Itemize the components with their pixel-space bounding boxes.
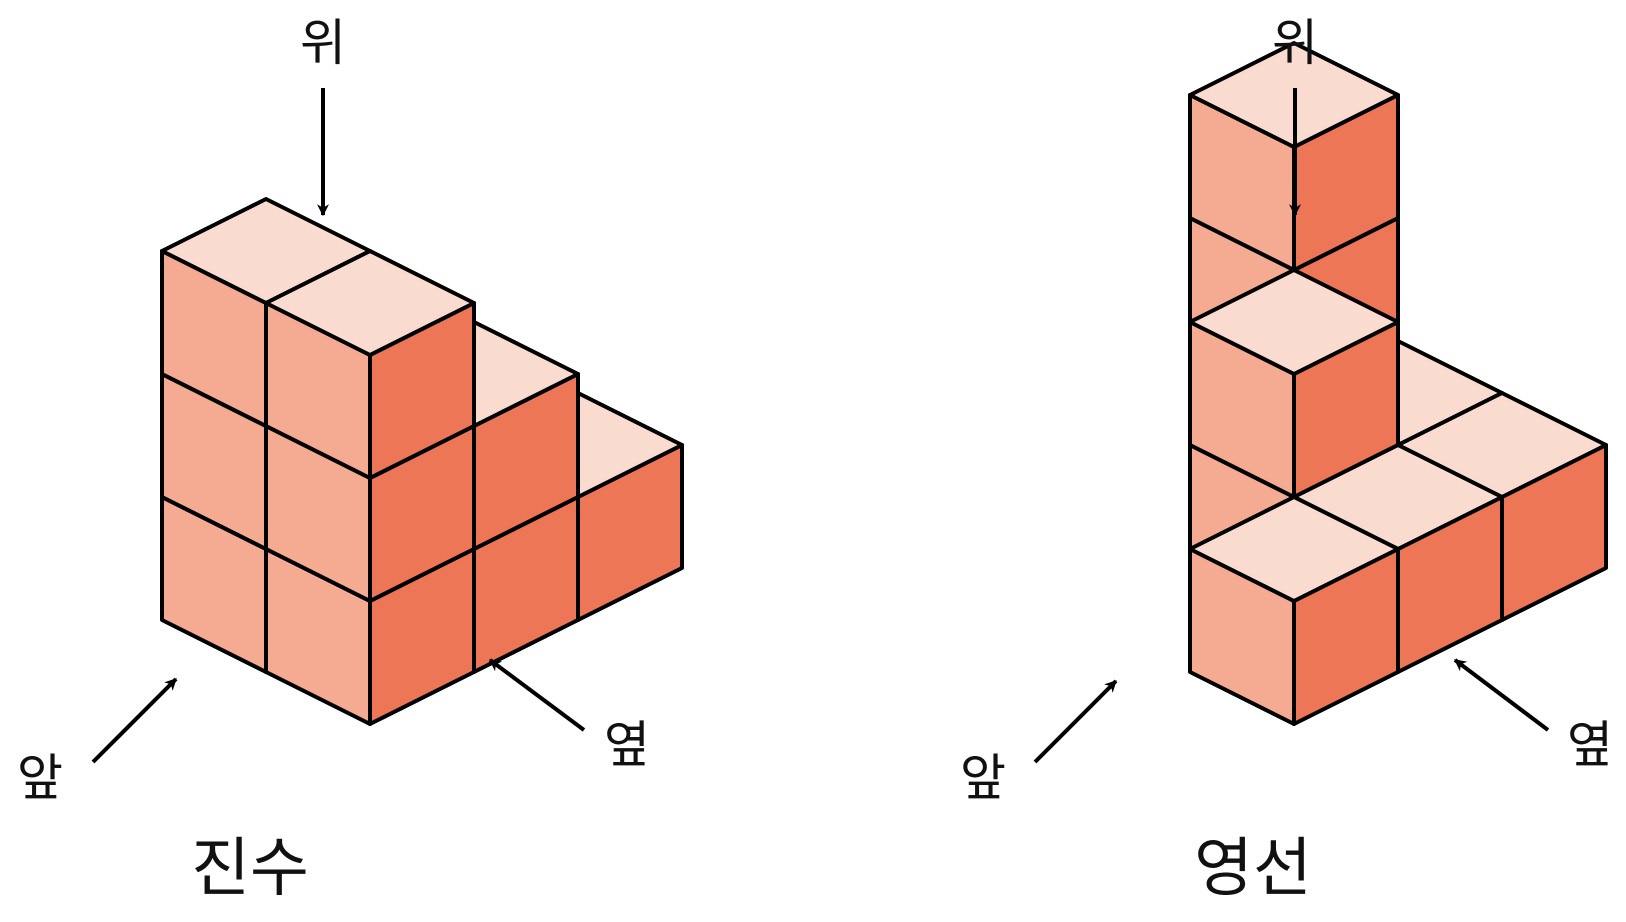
side-label: 옆 <box>1567 716 1613 774</box>
side-label: 옆 <box>604 716 650 774</box>
cube-top-face <box>1188 495 1400 603</box>
top-label: 위 <box>1272 14 1318 72</box>
cube <box>1188 495 1400 726</box>
yeongseon-figure: 위 앞 옆 영선 <box>960 14 1613 906</box>
jinsu-figure: 위 앞 옆 진수 <box>17 14 684 906</box>
side-arrow <box>1453 658 1550 732</box>
front-label: 앞 <box>960 749 1006 807</box>
top-label: 위 <box>300 14 346 72</box>
jinsu-top-view-indicator: 위 <box>300 14 346 217</box>
side-arrow <box>488 658 586 732</box>
jinsu-front-view-indicator: 앞 <box>17 677 178 807</box>
yeongseon-front-view-indicator: 앞 <box>960 679 1118 807</box>
jinsu-name-label: 진수 <box>191 832 309 906</box>
front-arrow <box>91 677 178 764</box>
yeongseon-name-label: 영선 <box>1194 832 1312 906</box>
cube-top-face <box>1188 268 1400 376</box>
yeongseon-side-view-indicator: 옆 <box>1453 658 1613 774</box>
yeongseon-cube-stack <box>1188 41 1608 726</box>
jinsu-side-view-indicator: 옆 <box>488 658 650 774</box>
cube <box>264 249 476 480</box>
front-label: 앞 <box>17 749 63 807</box>
jinsu-cube-stack <box>160 197 684 726</box>
front-arrow <box>1033 679 1118 764</box>
cube <box>1188 268 1400 499</box>
cube <box>1188 41 1400 272</box>
cube-top-face <box>264 249 476 357</box>
yeongseon-top-view-indicator: 위 <box>1272 14 1318 217</box>
